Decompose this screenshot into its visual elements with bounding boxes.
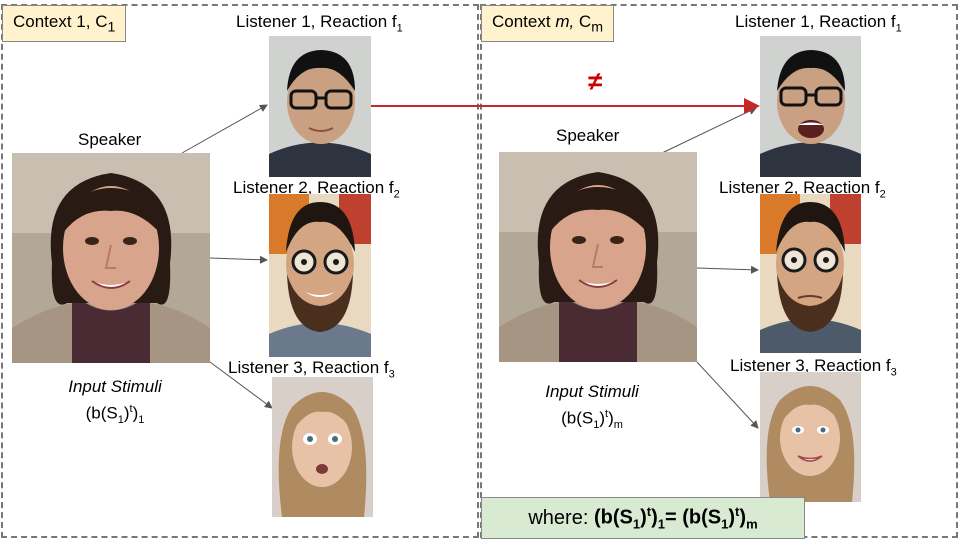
context-1-sub: 1 [107,19,116,36]
left-speaker-photo [12,153,210,363]
right-speaker-photo [499,152,697,362]
equality-note-box: where: (b(S1)t)1= (b(S1)t)m [481,497,805,539]
left-stimuli-title: Input Stimuli [68,377,162,396]
context-1-panel [1,4,479,538]
right-listener1-label: Listener 1, Reaction f1 [735,12,902,35]
arrow-left-speaker-to-listener1 [181,104,268,154]
left-listener2-label: Listener 2, Reaction f2 [233,178,400,201]
right-listener2-photo [760,194,861,353]
where-formula: (b(S1)t)1= (b(S1)t)m [593,504,758,532]
left-input-stimuli: Input Stimuli (b(S1)t)1 [40,376,190,431]
left-listener2-photo [269,194,371,357]
arrow-right-speaker-to-listener1 [661,107,757,154]
left-listener3-label: Listener 3, Reaction f3 [228,358,395,381]
left-listener1-label: Listener 1, Reaction f1 [236,12,403,35]
arrow-left-speaker-to-listener2 [209,255,268,264]
context-1-badge: Context 1, C1 [2,5,127,43]
left-stimuli-formula: (b(S1)t)1 [85,403,145,427]
right-listener3-photo [760,372,861,502]
arrow-left-speaker-to-listener3 [209,361,273,409]
right-listener3-label: Listener 3, Reaction f3 [730,356,897,379]
right-stimuli-formula: (b(S1)t)m [561,408,623,432]
right-input-stimuli: Input Stimuli (b(S1)t)m [517,381,667,436]
left-listener1-photo [269,36,371,177]
arrow-right-speaker-to-listener2 [696,265,759,274]
where-prefix: where: [528,506,589,529]
left-speaker-label: Speaker [78,130,142,149]
not-equal-sign: ≠ [588,66,603,96]
right-stimuli-title: Input Stimuli [545,382,639,401]
context-m-label-a: Context [492,12,556,31]
context-m-label-italic: m, [555,12,575,31]
arrow-right-speaker-to-listener3 [696,361,759,429]
context-m-sub: m [591,19,603,36]
context-m-label-b: C [574,12,592,31]
right-speaker-label: Speaker [556,126,620,145]
left-listener3-photo [272,377,373,517]
right-listener1-photo [760,36,861,177]
context-m-badge: Context m, Cm [481,5,614,43]
context-1-label: Context 1, C [13,12,108,31]
right-listener2-label: Listener 2, Reaction f2 [719,178,886,201]
